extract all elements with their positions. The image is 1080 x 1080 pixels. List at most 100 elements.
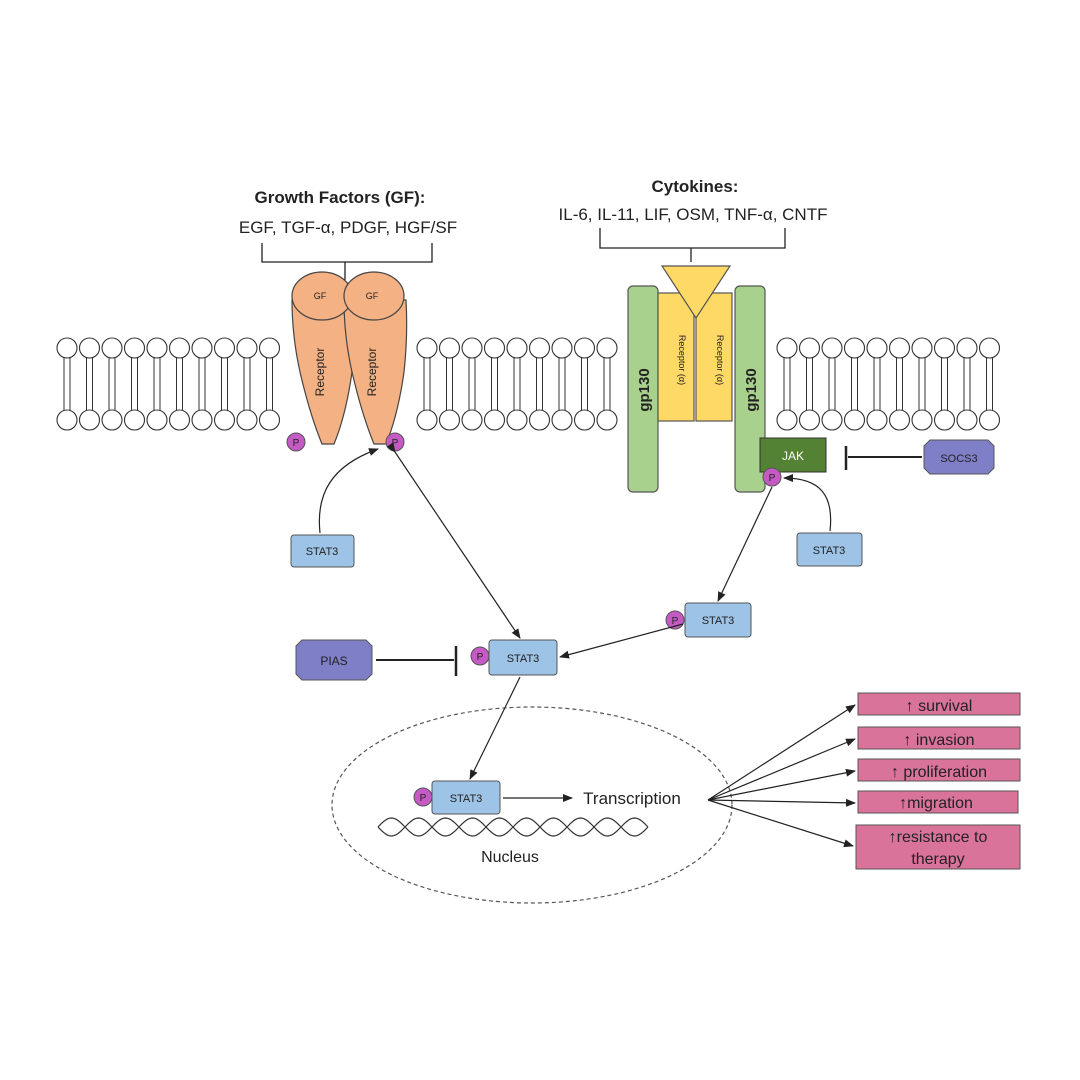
lipid-head (843, 409, 866, 431)
growth-factors-list: EGF, TGF-α, PDGF, HGF/SF (239, 218, 457, 237)
pias-box (295, 639, 373, 681)
lipid-head (956, 409, 978, 431)
outcome-migration-box (857, 790, 1019, 814)
lipid (843, 337, 866, 431)
arrow-gf-receptor-to-stat3 (386, 442, 521, 639)
arrow-to-migration (707, 798, 856, 807)
cytokine-receptor-complex: gp130 gp130 Receptor (α) Receptor (α) (627, 265, 766, 493)
lipid-head (528, 337, 551, 359)
lipid-head (528, 409, 551, 431)
gp130-right (734, 285, 766, 493)
lipid (461, 337, 483, 431)
gf-receptor-left-label: Receptor (313, 348, 327, 397)
outcome-survival-box (857, 692, 1021, 716)
cytokines-list: IL-6, IL-11, LIF, OSM, TNF-α, CNTF (559, 205, 828, 224)
phospho-jak (762, 467, 782, 487)
lipid-head (798, 409, 821, 431)
lipid (776, 337, 798, 431)
socs3-box (923, 439, 995, 475)
lipid-head (596, 409, 618, 431)
stat3-cytokine-phosphorylated (684, 602, 752, 638)
gp130-right-label: gp130 (743, 368, 760, 411)
lipid-head (866, 337, 888, 359)
lipid-head (258, 337, 281, 359)
lipid-head (191, 337, 213, 359)
phospho-gf-left-label: P (293, 438, 300, 449)
cell-membrane (56, 337, 1001, 431)
arrow-stat3-to-nucleus (469, 676, 521, 780)
lipid-head (168, 337, 191, 359)
lipid-head (78, 409, 101, 431)
lipid (416, 337, 438, 431)
lipid-head (56, 337, 78, 359)
arrow-jak-to-stat3 (717, 486, 773, 602)
lipid (888, 337, 911, 431)
lipid-head (843, 337, 866, 359)
signal-arrows (318, 442, 832, 802)
lipid-head (483, 337, 506, 359)
lipid (168, 337, 191, 431)
arrow-stat3-to-jak (783, 474, 832, 532)
lipid (191, 337, 213, 431)
gp130-left-label: gp130 (636, 368, 653, 411)
lipid-head (416, 409, 438, 431)
lipid (483, 337, 506, 431)
lipid (821, 337, 843, 431)
lipid (506, 337, 528, 431)
phospho-gf-right-label: P (392, 438, 399, 449)
arrow-stat3-to-cytoplasm-stat3 (559, 623, 684, 659)
lipid-head (191, 409, 213, 431)
lipid-head (551, 409, 573, 431)
receptor-alpha-right-label: Receptor (α) (715, 335, 725, 385)
lipid (146, 337, 168, 431)
lipid (551, 337, 573, 431)
outcome-resistance-label-line1: ↑resistance to (889, 829, 988, 846)
dna-helix (377, 817, 649, 837)
lipid-head (978, 409, 1001, 431)
lipid-head (78, 337, 101, 359)
stat3-cytokine-unphosphorylated (796, 532, 863, 567)
transcription-label: Transcription (583, 789, 681, 808)
lipid-head (573, 337, 596, 359)
phospho-stat3-cytokine-label: P (672, 616, 679, 627)
lipid (101, 337, 123, 431)
lipid-head (461, 337, 483, 359)
lipid-head (236, 409, 258, 431)
stat3-cytokine-unphosphorylated-label: STAT3 (813, 545, 846, 557)
lipid-head (416, 337, 438, 359)
lipid-head (888, 409, 911, 431)
lipid-head (776, 337, 798, 359)
lipid-head (56, 409, 78, 431)
lipid (956, 337, 978, 431)
lipid-head (573, 409, 596, 431)
lipid-head (101, 409, 123, 431)
lipid (573, 337, 596, 431)
lipid-head (776, 409, 798, 431)
lipid-head (438, 409, 461, 431)
lipid-head (933, 337, 956, 359)
gf-ligand-right-label: GF (366, 291, 379, 301)
lipid (56, 337, 78, 431)
lipid-head (461, 409, 483, 431)
lipid-head (438, 337, 461, 359)
lipid (213, 337, 236, 431)
lipid-head (798, 337, 821, 359)
cytokines-bracket (599, 228, 786, 262)
stat3-gf-unphosphorylated-label: STAT3 (306, 546, 339, 558)
lipid-head (213, 337, 236, 359)
lipid-head (236, 337, 258, 359)
pias-label: PIAS (320, 654, 347, 668)
growth-factors-title: Growth Factors (GF): (255, 188, 426, 207)
lipid-head (506, 337, 528, 359)
arrow-to-resistance (707, 799, 854, 848)
arrow-to-survival (707, 704, 856, 801)
lipid-head (911, 409, 933, 431)
lipid-head (933, 409, 956, 431)
lipid-head (506, 409, 528, 431)
lipid-head (258, 409, 281, 431)
lipid-head (483, 409, 506, 431)
lipid (123, 337, 146, 431)
lipid-head (596, 337, 618, 359)
lipid-head (123, 409, 146, 431)
